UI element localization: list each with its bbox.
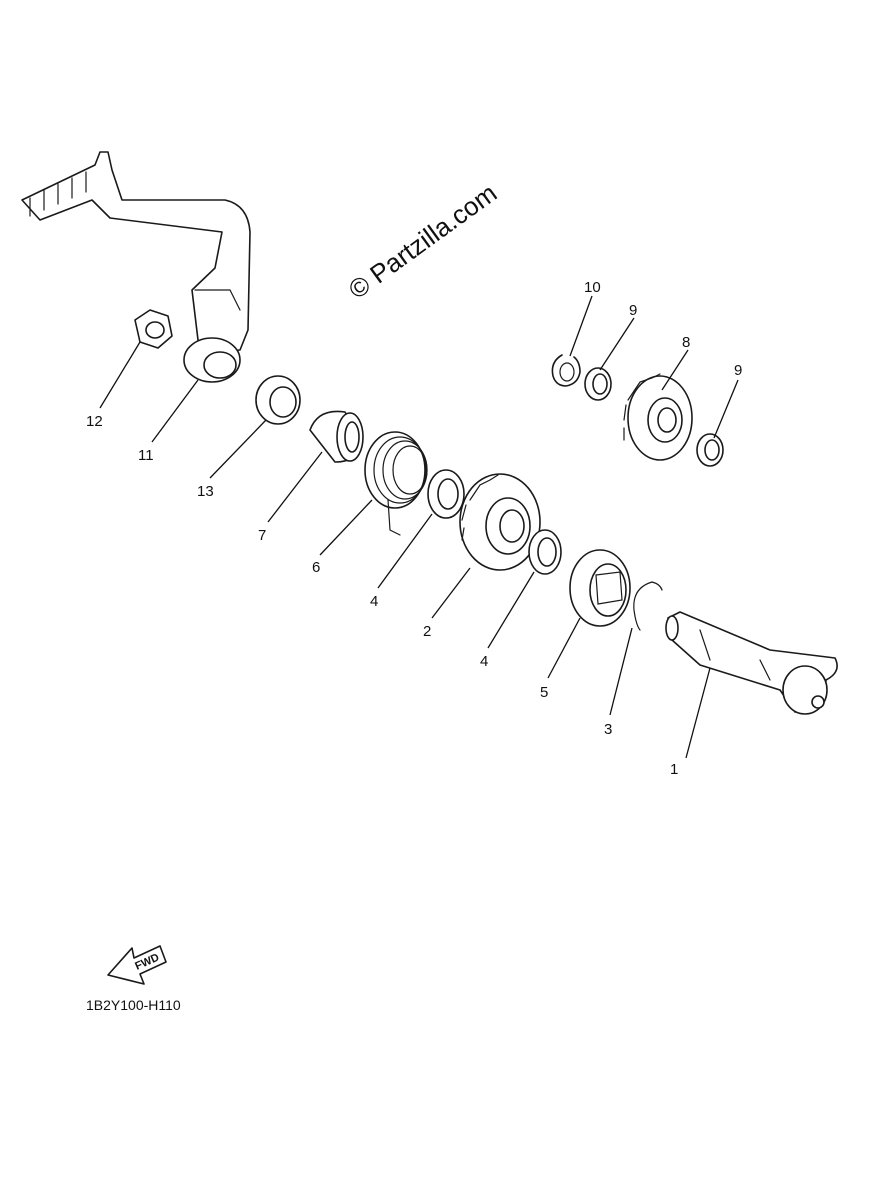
leader-line-3 bbox=[609, 627, 633, 716]
part-1-kick-axle[interactable] bbox=[665, 611, 838, 715]
part-7-collar[interactable] bbox=[309, 410, 364, 463]
callout-1: 1 bbox=[670, 761, 678, 778]
callout-9a: 9 bbox=[629, 302, 637, 319]
callout-11: 11 bbox=[138, 447, 154, 464]
leader-line-4b bbox=[487, 571, 535, 649]
part-2-kick-gear[interactable] bbox=[459, 473, 541, 571]
callout-13: 13 bbox=[197, 483, 214, 500]
callout-9b: 9 bbox=[734, 362, 742, 379]
leader-line-2 bbox=[431, 567, 471, 619]
leader-line-13 bbox=[209, 419, 267, 479]
part-6-torsion-spring[interactable] bbox=[364, 431, 428, 536]
callout-6: 6 bbox=[312, 559, 320, 576]
callout-10: 10 bbox=[584, 279, 601, 296]
leader-line-5 bbox=[547, 617, 581, 679]
leader-lines bbox=[99, 295, 739, 759]
diagram-code: 1B2Y100-H110 bbox=[86, 997, 181, 1013]
callout-5: 5 bbox=[540, 684, 548, 701]
callout-4b: 4 bbox=[480, 653, 488, 670]
part-9-washer-lower[interactable] bbox=[696, 433, 724, 467]
part-10-circlip[interactable] bbox=[551, 354, 581, 387]
part-9-washer-upper[interactable] bbox=[584, 367, 612, 401]
leader-line-12 bbox=[99, 341, 141, 409]
leader-line-1 bbox=[685, 667, 711, 759]
leader-line-4a bbox=[377, 513, 433, 589]
leader-line-8 bbox=[661, 349, 689, 391]
callout-numbers: 1 2 3 4 4 5 6 7 8 9 9 10 11 12 13 bbox=[86, 279, 742, 778]
kick-crank-lever[interactable] bbox=[21, 151, 251, 383]
leader-line-6 bbox=[319, 499, 373, 556]
part-4-washer-upper[interactable] bbox=[427, 469, 465, 519]
leader-line-7 bbox=[267, 451, 323, 523]
leader-line-9b bbox=[713, 379, 739, 439]
callout-8: 8 bbox=[682, 334, 690, 351]
callout-4a: 4 bbox=[370, 593, 378, 610]
part-8-idle-gear[interactable] bbox=[623, 373, 693, 461]
leader-line-11 bbox=[151, 379, 199, 443]
callout-3: 3 bbox=[604, 721, 612, 738]
callout-2: 2 bbox=[423, 623, 431, 640]
callout-7: 7 bbox=[258, 527, 266, 544]
part-4-washer-lower[interactable] bbox=[528, 529, 562, 575]
watermark: © Partzilla.com bbox=[343, 178, 502, 305]
part-13-oil-seal[interactable] bbox=[255, 375, 301, 425]
fwd-arrow-icon: FWD bbox=[107, 945, 167, 985]
part-3-circlip[interactable] bbox=[633, 581, 663, 631]
leader-line-9a bbox=[599, 317, 635, 371]
part-12-nut[interactable] bbox=[134, 309, 173, 349]
part-5-ratchet-wheel[interactable] bbox=[569, 549, 631, 627]
callout-12: 12 bbox=[86, 413, 103, 430]
leader-line-10 bbox=[569, 295, 593, 357]
